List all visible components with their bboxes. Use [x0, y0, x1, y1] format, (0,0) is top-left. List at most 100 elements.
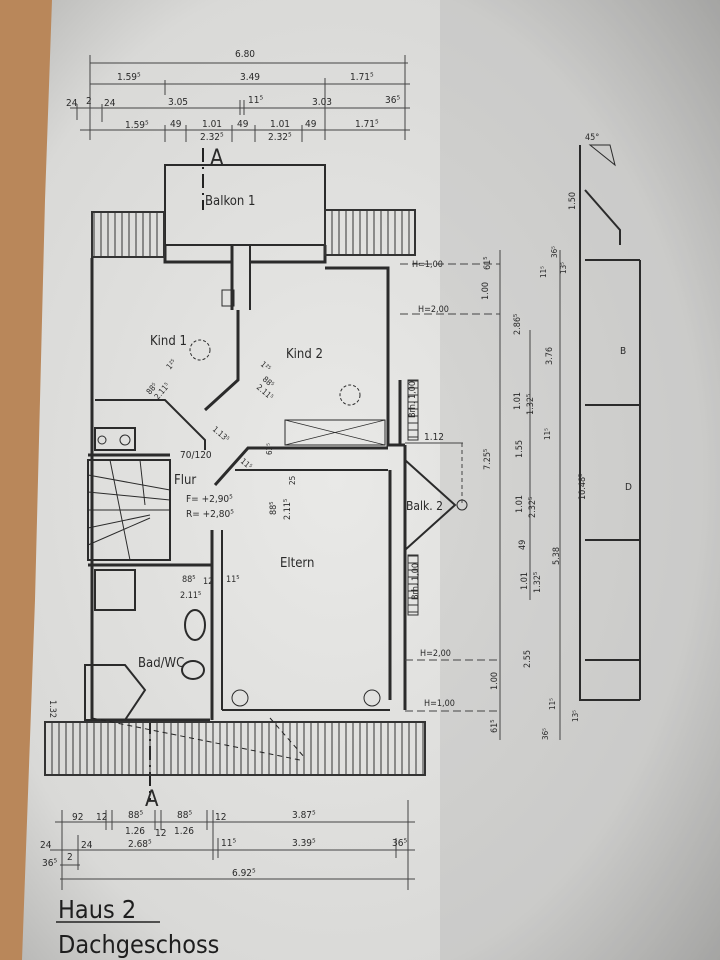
dim-label: 12	[96, 812, 107, 823]
dim-label: 6.80	[235, 49, 255, 60]
room-label-balkon-1: Balkon 1	[205, 194, 255, 209]
dim-label: H=1,00	[412, 260, 443, 270]
plan-title: Haus 2	[58, 895, 136, 924]
dim-label: 7.25⁵	[483, 449, 493, 470]
dim-label: 11⁵	[226, 575, 240, 585]
top-dimension-labels: 6.80 1.59⁵ 3.49 1.71⁵ 24 2 24 3.05 11⁵ 3…	[66, 49, 400, 143]
dim-label: 49	[237, 119, 249, 130]
railings	[44, 209, 426, 776]
dim-label: 1.59⁵	[125, 120, 149, 131]
dim-label: Brh. 1,00	[408, 381, 418, 418]
building-walls	[84, 164, 468, 722]
staircase	[87, 459, 171, 561]
dim-label: 1.00	[481, 282, 491, 300]
dim-label: 11⁵	[548, 698, 557, 710]
dim-label: 2.32⁵	[200, 132, 224, 143]
dim-label: 36⁵	[541, 728, 550, 740]
dim-label: H=2,00	[420, 649, 451, 659]
room-label-kind-1: Kind 1	[150, 334, 187, 349]
dim-label: 3.03	[312, 97, 332, 108]
dim-label: 1.01	[202, 119, 222, 130]
dim-label: 62⁵	[265, 443, 274, 455]
dim-label: 1.01	[520, 572, 530, 590]
dim-label: 6.92⁵	[232, 868, 256, 879]
dim-label: 24	[104, 98, 116, 109]
dim-label: 24	[40, 840, 52, 851]
dim-label: 88⁵	[269, 501, 279, 515]
dim-label: 36⁵	[392, 838, 407, 849]
dim-label: 1.32⁵	[526, 394, 536, 415]
dim-label: 2.68⁵	[128, 839, 152, 850]
dim-label: 88⁵	[177, 810, 192, 821]
dim-label: 61⁵	[483, 256, 493, 270]
dim-label: 1.01	[270, 119, 290, 130]
dim-label: 13⁵	[571, 710, 580, 722]
dim-label: 36⁵	[42, 858, 57, 869]
interior-dimensions: 88⁵ 2.11⁵ 1²⁵ 1²⁵ 88⁵ 2.11⁵ 1.13⁵ 11⁵ 62…	[47, 357, 297, 718]
dim-label: 3.05	[168, 97, 188, 108]
dim-label: 2	[67, 852, 73, 863]
dim-label: 25	[288, 476, 297, 485]
dim-label: 10.48⁵	[578, 474, 588, 500]
dim-label: 3.87⁵	[292, 810, 316, 821]
dim-label: 2.55	[523, 650, 533, 668]
top-dimensions	[70, 55, 410, 142]
dim-label: 12	[203, 577, 213, 587]
dim-label: 61⁵	[490, 719, 500, 733]
dim-label: 12	[215, 812, 226, 823]
dim-label: 49	[170, 119, 182, 130]
dim-label: 1.50	[568, 192, 578, 210]
bottom-dimension-labels: 92 12 88⁵ 1.26 12 88⁵ 1.26 12 3.87⁵ 24 2…	[40, 810, 407, 879]
dim-label: 2	[86, 96, 92, 107]
section-mark-top: A	[210, 146, 224, 171]
floor-level-label: F= +2,90⁵	[186, 494, 233, 505]
dim-label: 24	[81, 840, 93, 851]
dim-label: 13⁵	[559, 262, 568, 274]
dim-label: H=1,00	[424, 699, 455, 709]
dim-label: 36⁵	[385, 95, 400, 106]
dim-label: 1.71⁵	[350, 72, 374, 83]
dim-label: 11⁵	[221, 838, 236, 849]
dim-label: 1.71⁵	[355, 119, 379, 130]
dim-label: 49	[305, 119, 317, 130]
room-labels: Balkon 1 Kind 1 Kind 2 Flur Eltern Bad/W…	[138, 194, 443, 671]
dim-label: Brh. 1,00	[411, 563, 421, 600]
right-dimensions: H=1,00 H=2,00 1.12 Brh. 1,00 Brh. 1,00 H…	[400, 246, 588, 740]
dim-label: 11⁵	[539, 266, 548, 278]
dim-label: 1.00	[490, 672, 500, 690]
title-block: Haus 2 Dachgeschoss	[56, 895, 219, 959]
room-label-eltern: Eltern	[280, 556, 314, 571]
dim-label: 92	[72, 812, 83, 823]
dim-label: 36⁵	[550, 246, 559, 258]
dim-label: 1.26	[125, 826, 145, 837]
dim-label: 1.26	[174, 826, 194, 837]
dim-label: 3.39⁵	[292, 838, 316, 849]
door-size-label: 70/120	[180, 450, 212, 461]
dim-label: 1.01	[513, 392, 523, 410]
dim-label: 1.59⁵	[117, 72, 141, 83]
elevation-label-d: D	[625, 482, 632, 493]
dim-label: 1.55	[515, 440, 525, 458]
dim-label: 2.86⁵	[513, 314, 523, 335]
dim-label: H=2,00	[418, 305, 449, 315]
dim-label: 2.11⁵	[283, 499, 293, 520]
raw-level-label: R= +2,80⁵	[186, 509, 234, 520]
elevation-label-b: B	[620, 346, 626, 357]
bottom-dimensions	[50, 800, 415, 890]
dim-label: 2.32⁵	[528, 497, 538, 518]
plan-subtitle: Dachgeschoss	[58, 930, 219, 959]
room-label-flur: Flur	[174, 473, 196, 488]
room-label-kind-2: Kind 2	[286, 347, 323, 362]
room-label-bad-wc: Bad/WC	[138, 656, 184, 671]
dim-label: 1.01	[515, 495, 525, 513]
dim-label: 12	[155, 828, 166, 839]
dim-label: 1.32	[47, 700, 57, 718]
dim-label: 3.76	[545, 347, 555, 365]
dim-label: 2.11⁵	[180, 591, 201, 601]
section-elevation: 45° 1.50 B D	[568, 133, 641, 701]
dim-label: 49	[518, 540, 528, 550]
dim-label: 11⁵	[248, 95, 263, 106]
dim-label: 1.12	[424, 432, 444, 443]
